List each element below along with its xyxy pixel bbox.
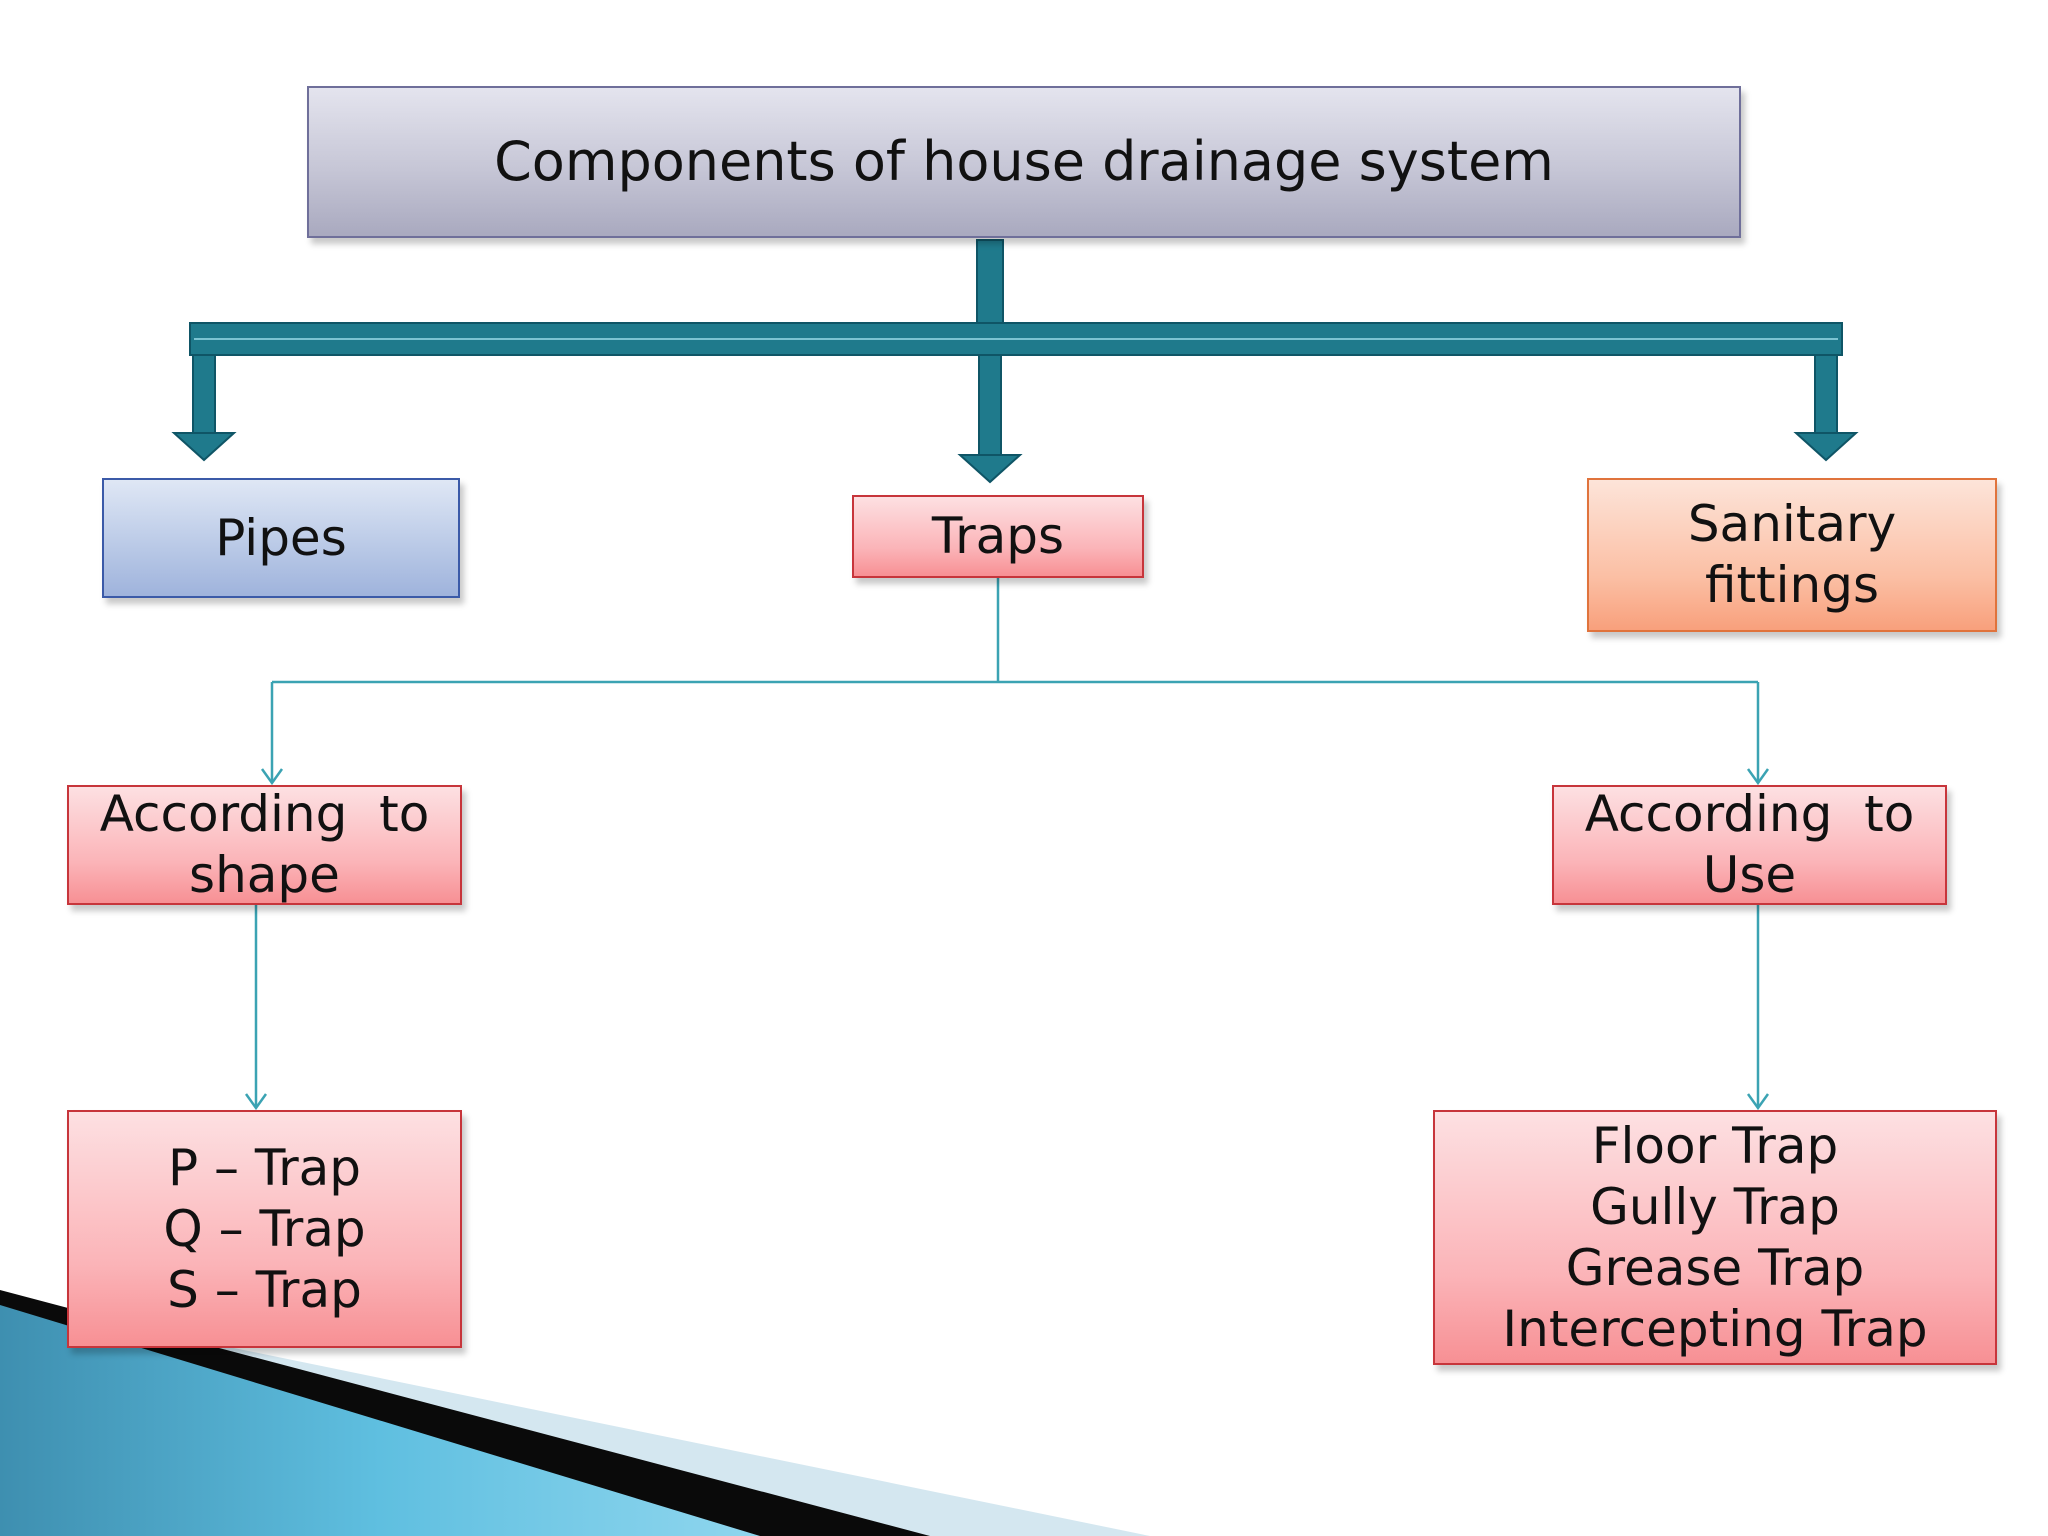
drop-arrow-shaft	[192, 354, 216, 435]
trunk-connector	[976, 239, 1004, 333]
drop-arrow-shaft	[1814, 354, 1838, 435]
trap-type-item: P – Trap	[167, 1138, 362, 1197]
use-category-line: According to	[1584, 785, 1915, 843]
shape-category-line: According to	[99, 785, 430, 843]
traps-box: Traps	[852, 495, 1144, 578]
shape-trap-types-box: P – Trap Q – Trap S – Trap	[67, 1110, 462, 1348]
drop-arrow-shaft	[978, 354, 1002, 457]
use-category-line: Use	[1702, 846, 1797, 904]
traps-label: Traps	[931, 507, 1065, 565]
trap-type-item: Floor Trap	[1591, 1116, 1839, 1175]
sanitary-label-line: fittings	[1704, 556, 1880, 614]
thin-connectors	[244, 578, 1770, 1111]
trap-type-item: Q – Trap	[163, 1199, 366, 1258]
trap-type-item: Intercepting Trap	[1502, 1299, 1928, 1358]
according-to-shape-box: According to shape	[67, 785, 462, 905]
title-box: Components of house drainage system	[307, 86, 1741, 238]
trap-type-item: S – Trap	[167, 1260, 362, 1319]
swoosh-teal-band	[0, 1305, 760, 1536]
shape-category-line: shape	[189, 846, 340, 904]
drop-arrow-head	[171, 432, 237, 462]
arrow-to-shape-types-head	[244, 1093, 268, 1111]
trap-type-item: Gully Trap	[1590, 1177, 1840, 1236]
drop-arrow-head	[1793, 432, 1859, 462]
diagram-title: Components of house drainage system	[494, 130, 1554, 194]
arrow-to-use-head	[1746, 768, 1770, 786]
sanitary-fittings-box: Sanitary fittings	[1587, 478, 1997, 632]
pipes-label: Pipes	[215, 508, 347, 567]
trap-type-item: Grease Trap	[1565, 1238, 1865, 1297]
pipes-box: Pipes	[102, 478, 460, 598]
use-trap-types-box: Floor Trap Gully Trap Grease Trap Interc…	[1433, 1110, 1997, 1365]
sanitary-label-line: Sanitary	[1687, 495, 1897, 553]
arrow-to-shape-head	[260, 768, 284, 786]
drop-arrow-head	[957, 454, 1023, 484]
arrow-to-use-types-head	[1746, 1093, 1770, 1111]
thick-connectors	[171, 239, 1859, 484]
according-to-use-box: According to Use	[1552, 785, 1947, 905]
